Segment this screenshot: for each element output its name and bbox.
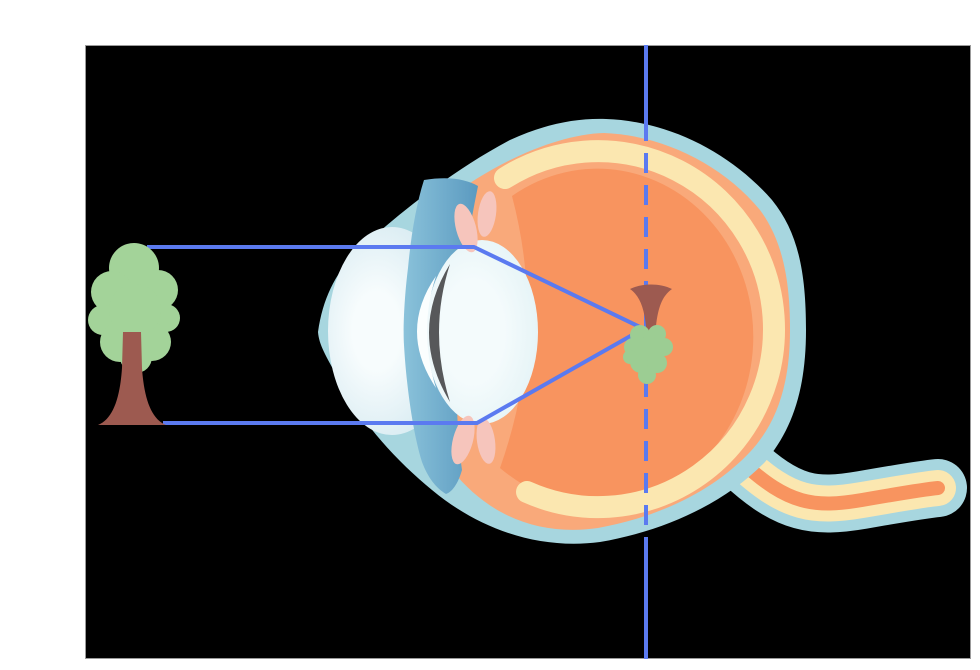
inverted-retinal-image — [623, 284, 673, 384]
ciliary-muscle-bottom-inner — [476, 418, 496, 464]
optic-nerve-core — [735, 455, 945, 511]
inverted-image-foliage — [623, 325, 673, 384]
ciliary-muscles — [451, 191, 497, 465]
tree-trunk — [98, 332, 166, 425]
optic-nerve — [713, 433, 967, 533]
inverted-image-trunk — [630, 284, 672, 354]
retina-band — [494, 140, 785, 519]
eyeball — [318, 118, 806, 544]
lens — [426, 240, 538, 424]
pupil-highlight — [417, 276, 436, 388]
light-ray-upper — [147, 245, 643, 330]
object-tree — [88, 243, 180, 425]
light-ray-lower — [163, 332, 635, 425]
ciliary-muscle-top-outer — [454, 203, 478, 253]
light-rays — [147, 245, 643, 425]
ciliary-muscle-top-inner — [477, 191, 497, 237]
pupil-slit — [429, 264, 450, 402]
ciliary-muscle-bottom-outer — [451, 415, 475, 465]
